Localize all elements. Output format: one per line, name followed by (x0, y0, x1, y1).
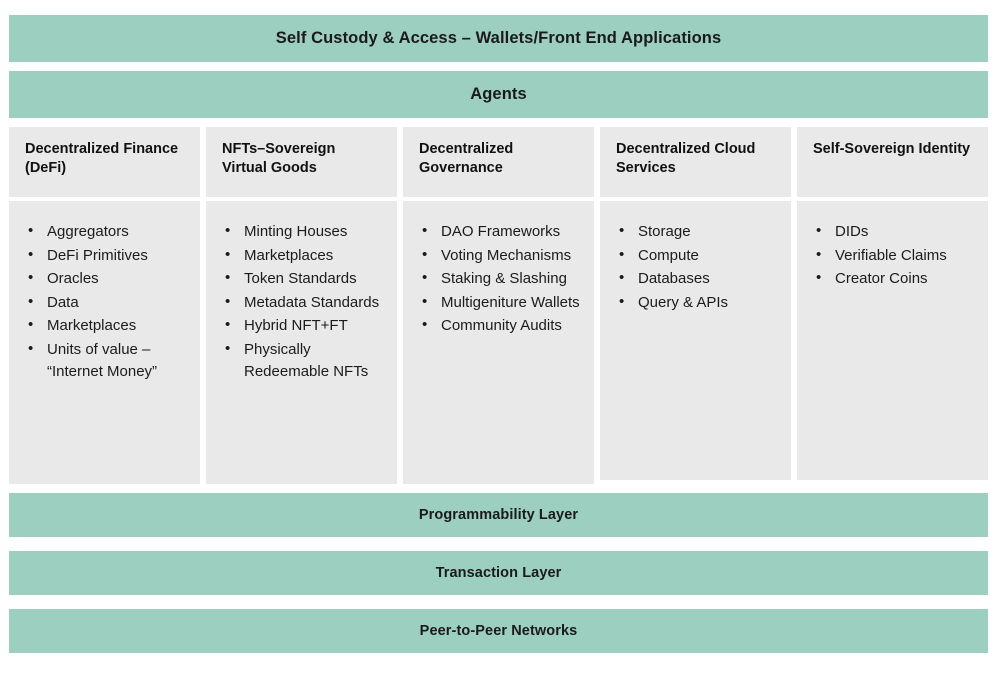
column-body-self-sovereign-identity: DIDs Verifiable Claims Creator Coins (797, 201, 988, 480)
column-title-decentralized-governance: Decentralized Governance (403, 127, 594, 197)
list-item: Token Standards (216, 267, 387, 291)
application-columns: Decentralized Finance (DeFi) Aggregators… (9, 127, 988, 484)
layer-bar-self-custody-label: Self Custody & Access – Wallets/Front En… (275, 29, 722, 47)
column-decentralized-cloud-services: Decentralized Cloud Services Storage Com… (600, 127, 791, 480)
layer-bar-transaction: Transaction Layer (9, 551, 988, 595)
list-item: Verifiable Claims (807, 244, 978, 268)
column-self-sovereign-identity: Self-Sovereign Identity DIDs Verifiable … (797, 127, 988, 480)
list-item: Query & APIs (610, 291, 781, 315)
layer-bar-agents: Agents (9, 71, 988, 118)
list-item: Community Audits (413, 314, 584, 338)
list-item: DAO Frameworks (413, 220, 584, 244)
list-item: Metadata Standards (216, 291, 387, 315)
column-title-nfts-sovereign-virtual-goods: NFTs–Sovereign Virtual Goods (206, 127, 397, 197)
column-title-self-sovereign-identity: Self-Sovereign Identity (797, 127, 988, 197)
list-item: Databases (610, 267, 781, 291)
layer-bar-peer-to-peer: Peer-to-Peer Networks (9, 609, 988, 653)
list-item: Physically Redeemable NFTs (216, 338, 387, 384)
list-item: DIDs (807, 220, 978, 244)
column-body-nfts-sovereign-virtual-goods: Minting Houses Marketplaces Token Standa… (206, 201, 397, 484)
column-body-decentralized-cloud-services: Storage Compute Databases Query & APIs (600, 201, 791, 480)
item-list-self-sovereign-identity: DIDs Verifiable Claims Creator Coins (807, 220, 978, 291)
list-item: Data (19, 291, 190, 315)
layer-bar-peer-to-peer-label: Peer-to-Peer Networks (419, 623, 578, 639)
column-title-decentralized-finance: Decentralized Finance (DeFi) (9, 127, 200, 197)
layer-bar-programmability-label: Programmability Layer (418, 507, 579, 523)
list-item: Storage (610, 220, 781, 244)
item-list-nfts-sovereign-virtual-goods: Minting Houses Marketplaces Token Standa… (216, 220, 387, 384)
list-item: Marketplaces (216, 244, 387, 268)
item-list-decentralized-governance: DAO Frameworks Voting Mechanisms Staking… (413, 220, 584, 338)
list-item: Multigeniture Wallets (413, 291, 584, 315)
column-nfts-sovereign-virtual-goods: NFTs–Sovereign Virtual Goods Minting Hou… (206, 127, 397, 484)
list-item: Staking & Slashing (413, 267, 584, 291)
column-decentralized-finance: Decentralized Finance (DeFi) Aggregators… (9, 127, 200, 484)
layer-bar-self-custody: Self Custody & Access – Wallets/Front En… (9, 15, 988, 62)
list-item: Compute (610, 244, 781, 268)
list-item: Minting Houses (216, 220, 387, 244)
list-item: Units of value – “Internet Money” (19, 338, 190, 384)
item-list-decentralized-cloud-services: Storage Compute Databases Query & APIs (610, 220, 781, 315)
column-body-decentralized-finance: Aggregators DeFi Primitives Oracles Data… (9, 201, 200, 484)
column-title-decentralized-cloud-services: Decentralized Cloud Services (600, 127, 791, 197)
list-item: Aggregators (19, 220, 190, 244)
list-item: DeFi Primitives (19, 244, 190, 268)
layer-bar-agents-label: Agents (470, 85, 527, 103)
list-item: Creator Coins (807, 267, 978, 291)
column-decentralized-governance: Decentralized Governance DAO Frameworks … (403, 127, 594, 484)
column-body-decentralized-governance: DAO Frameworks Voting Mechanisms Staking… (403, 201, 594, 484)
list-item: Hybrid NFT+FT (216, 314, 387, 338)
layer-bar-transaction-label: Transaction Layer (435, 565, 562, 581)
list-item: Voting Mechanisms (413, 244, 584, 268)
list-item: Marketplaces (19, 314, 190, 338)
layer-bar-programmability: Programmability Layer (9, 493, 988, 537)
item-list-decentralized-finance: Aggregators DeFi Primitives Oracles Data… (19, 220, 190, 384)
stack-diagram: Self Custody & Access – Wallets/Front En… (0, 15, 997, 685)
list-item: Oracles (19, 267, 190, 291)
